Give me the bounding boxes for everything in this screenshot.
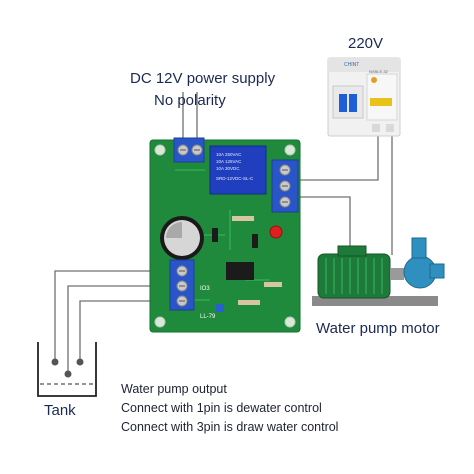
resistor: [232, 216, 254, 221]
breaker-label-strip: [370, 98, 392, 106]
mount-hole: [154, 144, 166, 156]
relay-wire-to-motor: [296, 196, 351, 255]
trimmer: [216, 304, 224, 312]
transistor: [212, 228, 218, 242]
note-dewater: Connect with 1pin is dewater control: [121, 401, 322, 415]
relay-spec-2: 10A 125VAC: [216, 159, 242, 164]
relay-spec-3: 10A 30VDC: [216, 166, 240, 171]
transistor: [252, 234, 258, 248]
pump-outlet: [411, 237, 427, 259]
probe-2: [64, 370, 72, 378]
supply-label-line2: No polarity: [154, 92, 226, 109]
motor-label: Water pump motor: [316, 320, 440, 337]
relay-output-terminal: [271, 159, 299, 213]
breaker-wire-to-relay: [298, 130, 379, 181]
components: [212, 216, 282, 312]
breaker-brand: CHINT: [344, 62, 359, 68]
pump-inlet: [429, 263, 445, 279]
mount-hole: [284, 316, 296, 328]
mount-hole: [154, 316, 166, 328]
mount-hole: [284, 144, 296, 156]
breaker-model: NXBLE-32: [369, 69, 389, 74]
breaker-toggle-right: [349, 94, 357, 112]
water-tank: [37, 342, 97, 397]
silk-part-label: LL-79: [200, 314, 216, 320]
tank-label: Tank: [44, 402, 76, 419]
probe-3: [76, 358, 84, 366]
sensor-wire-3: [79, 300, 172, 360]
relay-spec-1: 10A 250VAC: [216, 152, 242, 157]
resistor: [238, 300, 260, 305]
supply-label-line1: DC 12V power supply: [130, 70, 276, 87]
note-draw-water: Connect with 3pin is draw water control: [121, 420, 339, 434]
motor-shaft: [390, 268, 404, 280]
relay-model: SRD-12VDC-SL-C: [216, 176, 254, 181]
silk-io-label: IO3: [200, 286, 210, 292]
sensor-wire-2: [67, 285, 172, 372]
circuit-breaker: [327, 57, 401, 137]
sensor-wire-1: [54, 270, 172, 360]
sensor-terminal-block: [169, 259, 195, 311]
pump-motor: [312, 237, 445, 306]
wires: [54, 92, 393, 372]
status-led: [269, 225, 283, 239]
motor-junction-box: [337, 245, 367, 257]
power-terminal-block: [173, 137, 205, 163]
electrolytic-capacitor: [160, 216, 204, 260]
mains-voltage-label: 220V: [348, 35, 384, 52]
resistor: [264, 282, 282, 287]
breaker-toggle-left: [339, 94, 347, 112]
note-output: Water pump output: [121, 382, 227, 396]
breaker-test-button: [371, 77, 377, 83]
probe-1: [51, 358, 59, 366]
relay: [209, 145, 267, 195]
ic-chip: [226, 262, 254, 280]
motor-base: [312, 296, 438, 306]
